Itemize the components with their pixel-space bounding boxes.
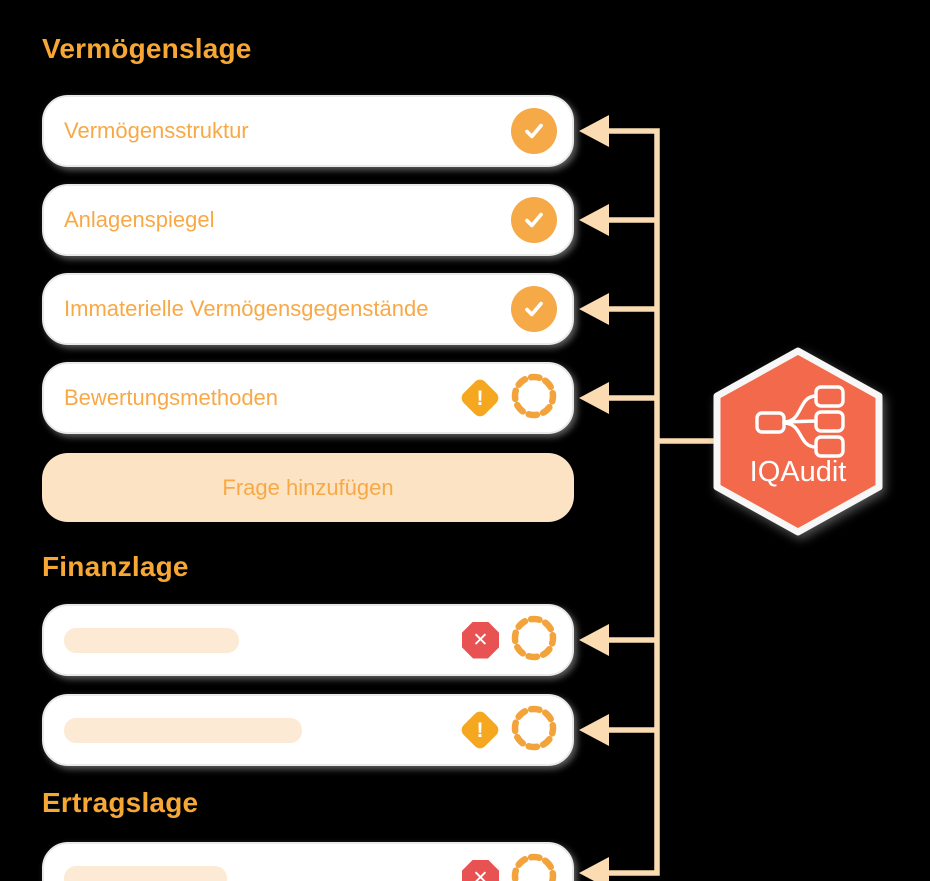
check-icon (511, 286, 557, 332)
section-heading-finanzlage: Finanzlage (42, 551, 189, 582)
pending-circle-icon (511, 853, 557, 881)
question-card-anlagenspiegel[interactable]: Anlagenspiegel (42, 184, 574, 256)
hexagon-label: IQAudit (750, 456, 847, 488)
section-heading-ertragslage: Ertragslage (42, 787, 199, 818)
question-card-placeholder-3[interactable]: ✕ (42, 842, 574, 881)
pending-circle-icon (511, 373, 557, 424)
card-label: Vermögensstruktur (64, 118, 249, 143)
question-card-placeholder-1[interactable]: ✕ (42, 604, 574, 676)
add-question-button[interactable]: Frage hinzufügen (42, 453, 574, 522)
question-card-placeholder-2[interactable]: ! (42, 694, 574, 766)
question-card-vermoegensstruktur[interactable]: Vermögensstruktur (42, 95, 574, 167)
question-card-immaterielle[interactable]: Immaterielle Vermögensgegenstände (42, 273, 574, 345)
warning-icon: ! (457, 708, 502, 753)
error-icon: ✕ (462, 621, 499, 659)
card-label: Immaterielle Vermögensgegenstände (64, 296, 429, 321)
check-icon (511, 108, 557, 154)
card-label: Bewertungsmethoden (64, 385, 279, 410)
hexagon-badge: IQAudit (713, 347, 883, 536)
section-heading-vermoegenslage: Vermögenslage (42, 33, 252, 64)
pending-circle-icon (511, 615, 557, 666)
question-card-bewertungsmethoden[interactable]: Bewertungsmethoden ! (42, 362, 574, 434)
mindmap-icon (755, 385, 845, 458)
card-label: Anlagenspiegel (64, 207, 215, 232)
placeholder-bar (64, 865, 227, 881)
check-icon (511, 197, 557, 243)
error-icon: ✕ (462, 859, 499, 881)
placeholder-bar (64, 627, 239, 653)
placeholder-bar (64, 717, 302, 743)
arrow-left-icon (579, 115, 609, 881)
trunk-line (608, 128, 717, 876)
pending-circle-icon (511, 705, 557, 756)
warning-icon: ! (457, 376, 502, 421)
